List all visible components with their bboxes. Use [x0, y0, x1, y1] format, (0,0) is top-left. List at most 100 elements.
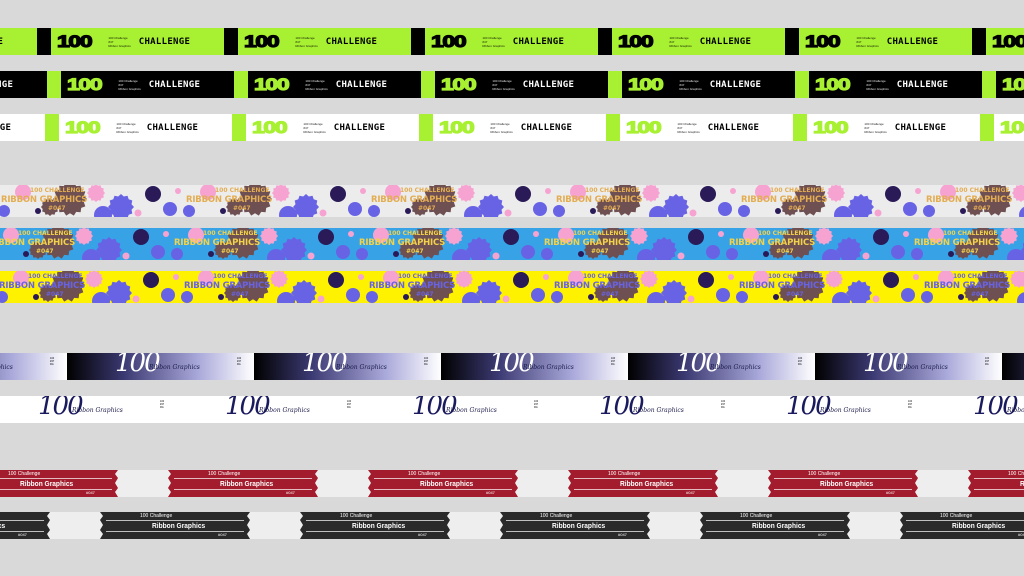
ribbon-title: RIBBON GRAPHICS: [926, 195, 1013, 205]
script-number: 100: [412, 396, 458, 421]
brown-gear-shape: [236, 271, 270, 302]
color-block: [795, 71, 809, 98]
brown-gear-shape: [39, 284, 57, 302]
ticket-rule: [774, 489, 912, 490]
meta-line: #47: [118, 82, 124, 87]
purple-circle: [533, 202, 547, 216]
navy-circle: [873, 229, 889, 245]
color-block: [224, 28, 238, 55]
brown-gear-shape: [584, 241, 602, 259]
ribbon-title: RIBBON GRAPHICS: [174, 238, 261, 248]
ticket-shape: [100, 512, 250, 539]
meta-line: 100: [908, 400, 913, 403]
pink-circle: [188, 228, 204, 243]
purple-circle: [553, 205, 565, 217]
meta-line: Ribbon Graphics: [118, 86, 141, 91]
pink-circle: [15, 185, 31, 200]
navy-circle: [318, 229, 334, 245]
navy-circle: [145, 186, 161, 202]
ribbon-title: RIBBON GRAPHICS: [371, 195, 458, 205]
meta-line: 100: [985, 357, 990, 360]
challenge-word: CHALLENGE: [709, 79, 762, 90]
pink-dot: [874, 209, 882, 217]
ribbon-title: RIBBON GRAPHICS: [1, 195, 88, 205]
script-number: 100: [115, 353, 161, 378]
ticket-shape: [568, 470, 718, 497]
purple-circle: [649, 206, 667, 217]
pink-gear-shape: [642, 185, 660, 202]
challenge-number: 100: [243, 32, 280, 51]
script-label: Ribbon Graphics: [446, 407, 497, 414]
challenge-number: 100: [812, 118, 849, 137]
brown-gear-shape: [226, 228, 260, 259]
challenge-word: CHALLENGE: [325, 36, 378, 47]
script-label: Ribbon Graphics: [336, 364, 387, 371]
brown-gear-shape: [964, 284, 982, 302]
navy-dot: [958, 294, 964, 300]
pink-dot: [913, 274, 919, 280]
navy-dot: [208, 251, 214, 257]
ribbon-subtitle: 100 CHALLENGE: [943, 230, 998, 237]
meta-line: 100 Challenge: [866, 78, 886, 83]
meta-line: Ribbon Graphics: [490, 129, 513, 134]
color-block: [45, 114, 59, 141]
navy-dot: [33, 294, 39, 300]
ticket-code: #047: [18, 532, 27, 537]
meta-line: RG: [721, 406, 725, 409]
color-block: [421, 71, 435, 98]
purple-gear-shape: [661, 280, 687, 303]
meta-line: #47: [721, 403, 726, 406]
meta-line: #47: [985, 360, 990, 363]
shape-cluster: [553, 185, 736, 217]
meta-line: Ribbon Graphics: [679, 86, 702, 91]
purple-circle: [151, 245, 165, 259]
ticket-small-label: 100 Challenge: [340, 513, 373, 519]
meta-line: 100: [534, 400, 539, 403]
ticket-rule: [974, 478, 1024, 479]
meta-line: Ribbon Graphics: [303, 129, 326, 134]
purple-circle: [368, 205, 380, 217]
brown-gear-shape: [224, 284, 242, 302]
shape-cluster: [541, 228, 724, 260]
color-block: [606, 114, 620, 141]
brown-gear-shape: [608, 185, 642, 216]
meta-line: #47: [669, 39, 675, 44]
pink-gear-shape: [87, 185, 105, 202]
ribbon-subtitle: 100 CHALLENGE: [585, 187, 640, 194]
script-number: 100: [676, 353, 722, 378]
challenge-number: 100: [804, 32, 841, 51]
meta-line: #47: [679, 82, 685, 87]
ribbon-subtitle: 100 CHALLENGE: [215, 187, 270, 194]
ticket-main-label: Ribbon Graphics: [952, 521, 1006, 530]
ribbon-subtitle: 100 CHALLENGE: [758, 230, 813, 237]
ribbon-subtitle: 100 CHALLENGE: [30, 187, 85, 194]
navy-dot: [763, 251, 769, 257]
ribbon-subtitle: 100 CHALLENGE: [18, 230, 73, 237]
ticket-rule: [906, 531, 1024, 532]
ticket-main-label: Ribbon Graphics: [820, 479, 874, 488]
pink-dot: [173, 274, 179, 280]
ticket-shape: [300, 512, 450, 539]
purple-circle: [891, 245, 905, 259]
ticket-rule: [706, 531, 844, 532]
meta-line: #47: [856, 39, 862, 44]
shape-cluster: [921, 271, 1024, 303]
pink-dot: [533, 231, 539, 237]
